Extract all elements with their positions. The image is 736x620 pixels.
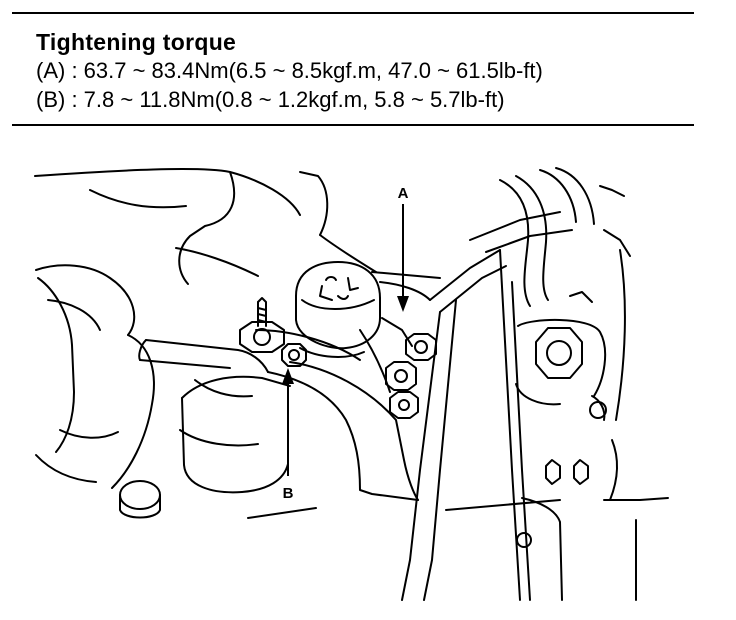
header-top-rule <box>12 12 694 14</box>
right-edge-structure <box>599 185 637 601</box>
torque-spec-block: Tightening torque (A) : 63.7 ~ 83.4Nm(6.… <box>36 28 696 114</box>
large-hex-nut <box>515 319 607 406</box>
hose-tube <box>499 167 595 307</box>
bolts-a <box>385 333 437 419</box>
engine-casting-outline <box>34 168 377 285</box>
callout-a-arrow <box>397 204 409 312</box>
callout-b-arrow <box>282 368 294 476</box>
header-bottom-rule <box>12 124 694 126</box>
mount-cylinder <box>179 375 317 519</box>
torque-spec-title: Tightening torque <box>36 29 237 55</box>
callout-b-label: B <box>283 485 294 502</box>
stud-bolt <box>239 297 285 353</box>
engine-mount-illustration: A B <box>34 167 669 601</box>
bolt-b <box>281 343 307 367</box>
filter-housing <box>35 264 161 519</box>
torque-spec-line-b: (B) : 7.8 ~ 11.8Nm(0.8 ~ 1.2kgf.m, 5.8 ~… <box>36 87 505 112</box>
frame-rail <box>371 211 573 601</box>
torque-spec-line-a: (A) : 63.7 ~ 83.4Nm(6.5 ~ 8.5kgf.m, 47.0… <box>36 58 543 83</box>
lower-right-bracket <box>445 395 669 601</box>
mount-bracket-arm <box>138 317 419 501</box>
callout-a-label: A <box>398 185 409 202</box>
